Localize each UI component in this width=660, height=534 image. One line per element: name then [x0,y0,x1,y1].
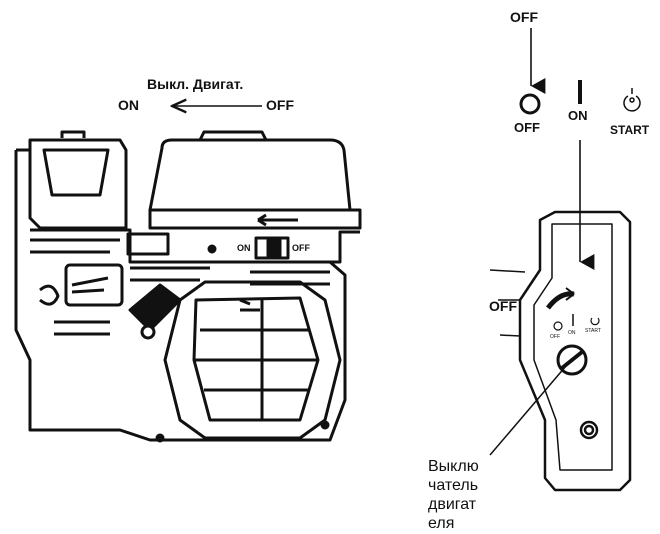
icon-off-label: OFF [514,120,540,135]
panel-small-on: ON [568,330,576,336]
callout-line-4: еля [428,515,454,532]
panel-off-label: OFF [489,298,517,314]
left-on-label: ON [118,97,139,113]
engine-drawing [14,130,362,443]
left-title: Выкл. Двигат. [147,76,243,92]
icon-start-label: START [610,123,650,137]
panel-small-off: OFF [550,334,560,340]
start-symbol-icon [623,88,641,112]
callout-line-2: чатель [428,477,478,494]
switch-on-label: ON [237,243,251,253]
right-top-off-label: OFF [510,9,538,25]
callout-leader-line [489,365,567,456]
off-symbol-icon [519,93,541,115]
callout-line-1: Выклю [428,458,479,475]
left-off-label: OFF [266,97,294,113]
switch-off-label: OFF [292,243,310,253]
panel-small-start: START [585,328,601,334]
callout-line-3: двигат [428,496,477,513]
icon-on-label: ON [568,108,588,123]
switch-panel [489,210,632,492]
